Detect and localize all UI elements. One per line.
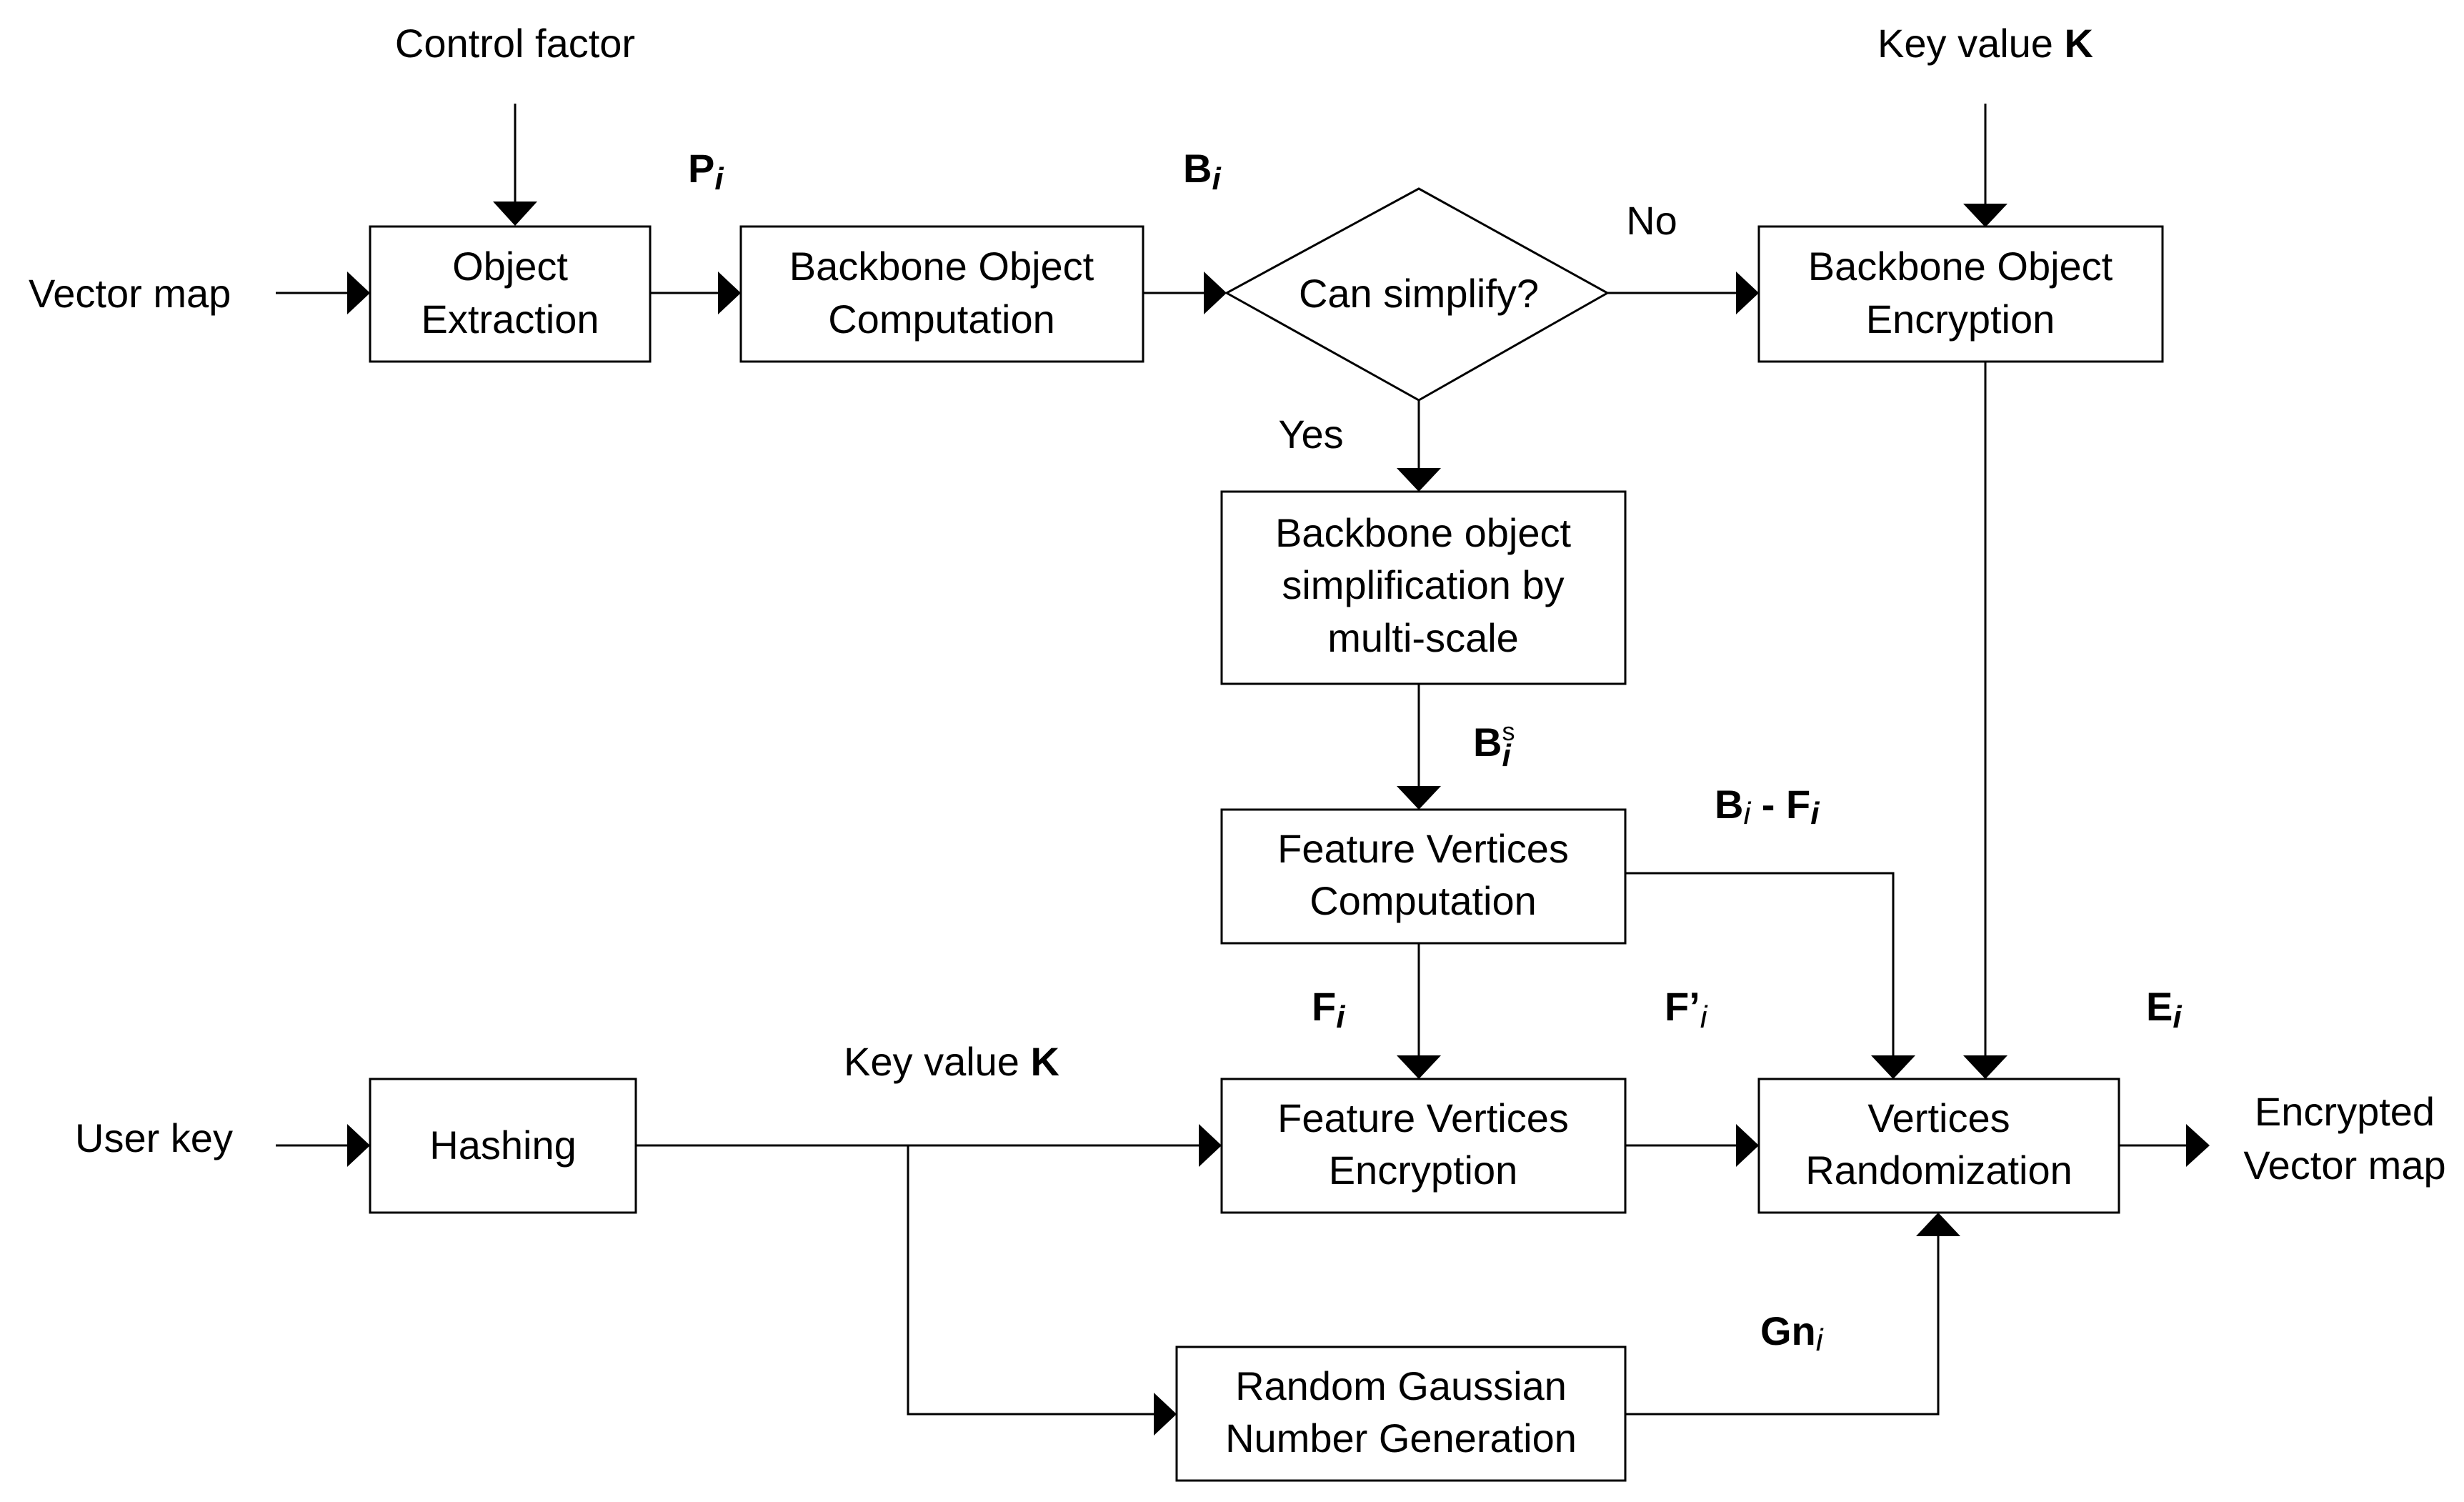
edge-label-f-i: Fi <box>1312 984 1345 1035</box>
symbol-subscript: i <box>714 161 724 197</box>
node-backbone-computation: Backbone Object Computation <box>739 225 1144 363</box>
symbol-base: B <box>1183 146 1212 191</box>
arrowhead <box>1871 1055 1915 1079</box>
node-label: Feature Vertices <box>1277 826 1569 871</box>
node-label: Number Generation <box>1225 1416 1577 1461</box>
key-value-text: Key value <box>844 1039 1031 1084</box>
node-label: Encryption <box>1866 297 2055 342</box>
key-symbol: K <box>2065 21 2093 66</box>
node-label: Extraction <box>422 297 599 342</box>
output-label-line2: Vector map <box>2243 1143 2445 1188</box>
output-label-line1: Encrypted <box>2255 1089 2435 1134</box>
node-label: Backbone Object <box>1808 244 2113 289</box>
node-label: Hashing <box>429 1123 576 1168</box>
node-label: simplification by <box>1282 562 1564 607</box>
node-label: multi-scale <box>1327 615 1519 660</box>
node-label: Computation <box>828 297 1055 342</box>
arrowhead <box>1397 468 1441 492</box>
key-value-top-label: Key value K <box>1877 21 2093 66</box>
symbol-base: E <box>2146 984 2173 1029</box>
minus-sign: - <box>1750 782 1786 827</box>
symbol-subscript: i <box>1336 1000 1345 1035</box>
node-label: Random Gaussian <box>1235 1363 1567 1408</box>
edge-label-no: No <box>1626 198 1677 243</box>
arrowhead <box>347 1124 370 1167</box>
node-feature-vertices-encryption: Feature Vertices Encryption <box>1220 1078 1627 1214</box>
symbol-subscript: i <box>1502 738 1511 773</box>
edge-label-f-prime-i: F’i <box>1665 984 1708 1035</box>
edge-feature-computation-to-randomization <box>1625 872 1895 1055</box>
symbol-subscript: i <box>1810 796 1820 831</box>
symbol-base: F <box>1312 984 1336 1029</box>
arrowhead <box>493 202 537 226</box>
arrowhead <box>1963 1055 2007 1079</box>
key-symbol: K <box>1031 1039 1059 1084</box>
decision-label: Can simplify? <box>1299 271 1539 316</box>
edge-label-b-i: Bi <box>1183 146 1221 197</box>
node-object-extraction: Object Extraction <box>369 225 652 363</box>
symbol-base: F <box>1786 782 1810 827</box>
arrowhead <box>1963 204 2007 227</box>
symbol-subscript: i <box>1212 161 1221 197</box>
node-backbone-simplification: Backbone object simplification by multi-… <box>1220 490 1627 685</box>
node-backbone-encryption: Backbone Object Encryption <box>1757 225 2164 363</box>
arrowhead <box>1397 786 1441 810</box>
user-key-label: User key <box>75 1115 233 1160</box>
arrowhead <box>347 272 370 314</box>
arrowhead <box>1204 272 1227 314</box>
arrowhead <box>1154 1393 1177 1436</box>
symbol-subscript: i <box>2173 1000 2182 1035</box>
edge-gaussian-to-randomization <box>1625 1236 1940 1416</box>
node-label: Computation <box>1310 878 1537 923</box>
symbol-base: F’ <box>1665 984 1700 1029</box>
arrowhead <box>2186 1124 2210 1167</box>
key-value-mid-label: Key value K <box>844 1039 1059 1084</box>
vector-map-label: Vector map <box>29 271 231 316</box>
symbol-base: B <box>1473 720 1502 765</box>
arrowhead <box>718 272 741 314</box>
node-label: Backbone object <box>1275 510 1572 555</box>
node-can-simplify-decision: Can simplify? <box>1224 187 1610 402</box>
node-label: Backbone Object <box>789 244 1094 289</box>
edge-label-b-minus-f: Bi - Fi <box>1715 782 1820 831</box>
edge-label-yes: Yes <box>1278 412 1343 457</box>
node-label: Feature Vertices <box>1277 1095 1569 1140</box>
arrowhead <box>1736 1124 1759 1167</box>
symbol-subscript: i <box>1816 1323 1824 1358</box>
symbol-base: P <box>688 146 714 191</box>
symbol-subscript: i <box>1743 796 1751 831</box>
edge-label-e-i: Ei <box>2146 984 2182 1035</box>
arrowhead <box>1916 1213 1960 1236</box>
edge-label-p-i: Pi <box>688 146 724 197</box>
symbol-base: B <box>1715 782 1743 827</box>
node-label: Object <box>452 244 568 289</box>
node-label: Encryption <box>1329 1148 1518 1193</box>
arrowhead <box>1736 272 1759 314</box>
arrowhead <box>1397 1055 1441 1079</box>
node-hashing: Hashing <box>369 1078 637 1214</box>
symbol-base: Gn <box>1760 1308 1816 1353</box>
connectors <box>276 104 2210 1436</box>
key-value-text: Key value <box>1877 21 2065 66</box>
node-gaussian-generation: Random Gaussian Number Generation <box>1175 1346 1627 1482</box>
symbol-subscript: i <box>1700 1000 1708 1035</box>
arrowhead <box>1199 1124 1222 1167</box>
node-label: Randomization <box>1805 1148 2073 1193</box>
node-feature-vertices-computation: Feature Vertices Computation <box>1220 808 1627 945</box>
node-label: Vertices <box>1867 1095 2010 1140</box>
edge-label-gn-i: Gni <box>1760 1308 1824 1358</box>
symbol-superscript: s <box>1502 717 1515 746</box>
control-factor-label: Control factor <box>395 21 635 66</box>
edge-hashing-to-gaussian <box>907 1145 1154 1416</box>
node-vertices-randomization: Vertices Randomization <box>1757 1078 2120 1214</box>
